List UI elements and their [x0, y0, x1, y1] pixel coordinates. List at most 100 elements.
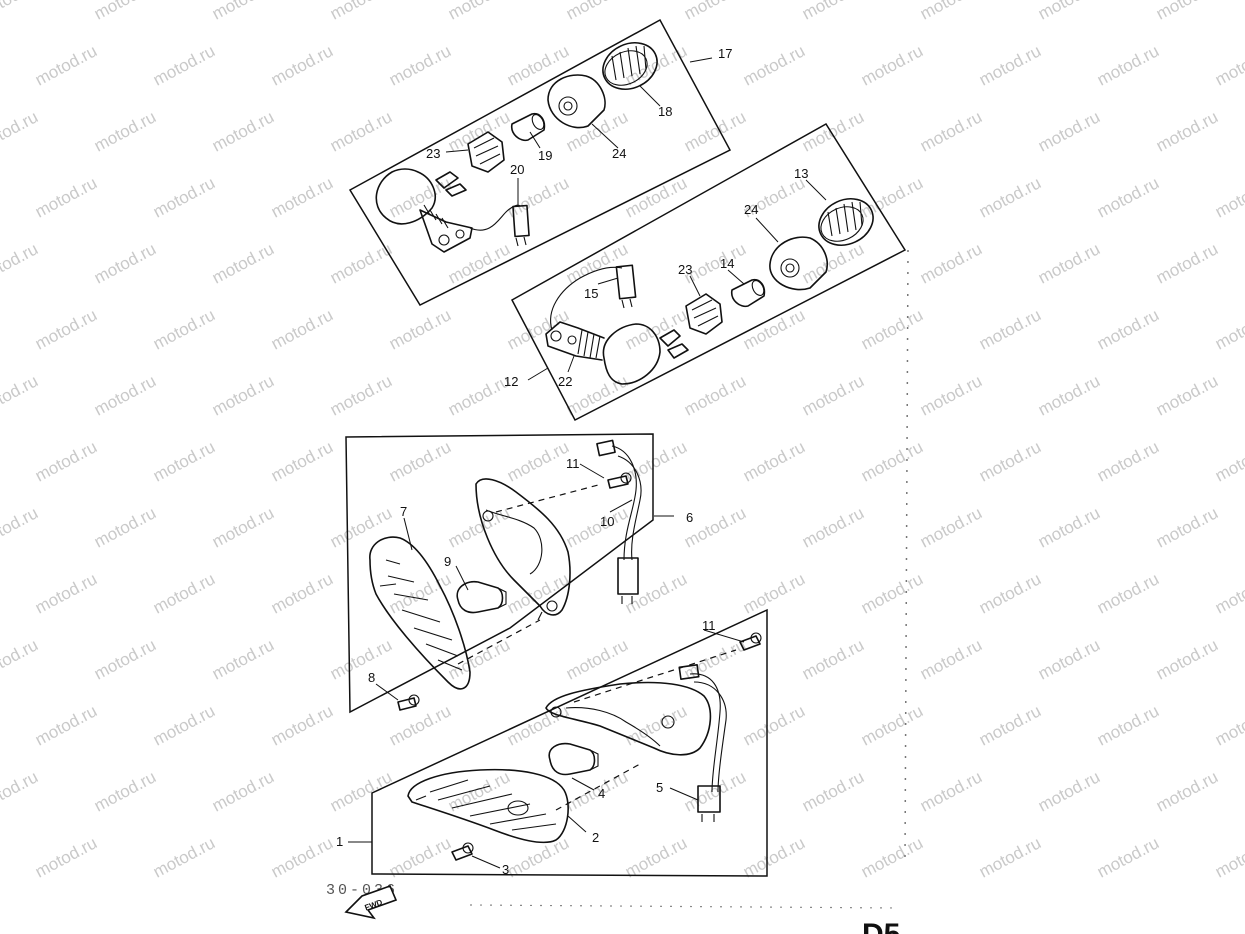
watermark-text: motod.ru	[563, 0, 631, 24]
watermark-text: motod.ru	[681, 767, 749, 815]
watermark-text: motod.ru	[268, 41, 336, 89]
watermark-text: motod.ru	[1035, 107, 1103, 155]
watermark-text: motod.ru	[268, 701, 336, 749]
bulb-socket-17	[467, 131, 505, 173]
screw-lower-3	[451, 842, 474, 861]
watermark-text: motod.ru	[209, 239, 277, 287]
watermark-text: motod.ru	[32, 437, 100, 485]
watermark-text: motod.ru	[917, 371, 985, 419]
watermark-text: motod.ru	[799, 0, 867, 24]
label-9: 9	[444, 554, 451, 569]
watermark-text: motod.ru	[858, 41, 926, 89]
watermark-text: motod.ru	[917, 107, 985, 155]
watermark-text: motod.ru	[858, 569, 926, 617]
watermark-text: motod.ru	[1153, 239, 1221, 287]
label-14: 14	[720, 256, 734, 271]
watermark-text: motod.ru	[91, 635, 159, 683]
label-15: 15	[584, 286, 598, 301]
watermark-text: motod.ru	[209, 107, 277, 155]
watermark-text: motod.ru	[0, 767, 41, 815]
screw-upper-11	[607, 472, 632, 489]
label-17: 17	[718, 46, 732, 61]
cord-lower	[678, 664, 727, 822]
watermark-text: motod.ru	[150, 833, 218, 881]
bulb-socket-12	[685, 293, 723, 335]
watermark-text: motod.ru	[1094, 305, 1162, 353]
watermark-text: motod.ru	[91, 107, 159, 155]
watermark-text: motod.ru	[1094, 833, 1162, 881]
watermark-text: motod.ru	[1212, 437, 1245, 485]
group-box-6	[345, 433, 654, 714]
watermark-text: motod.ru	[504, 305, 572, 353]
screw-lower-11	[739, 632, 762, 651]
watermark-text: motod.ru	[799, 371, 867, 419]
watermark-text: motod.ru	[386, 701, 454, 749]
watermark-text: motod.ru	[1094, 437, 1162, 485]
watermark-text: motod.ru	[32, 701, 100, 749]
watermark-text: motod.ru	[917, 239, 985, 287]
label-10: 10	[600, 514, 614, 529]
watermark-text: motod.ru	[445, 0, 513, 24]
watermark-text: motod.ru	[32, 569, 100, 617]
watermark-text: motod.ru	[917, 635, 985, 683]
lens-ring-17	[602, 42, 658, 90]
watermark-text: motod.ru	[1153, 0, 1221, 24]
label-2: 2	[592, 830, 599, 845]
watermark-text: motod.ru	[799, 635, 867, 683]
watermark-text: motod.ru	[91, 767, 159, 815]
watermark-text: motod.ru	[150, 701, 218, 749]
signal-housing-12	[545, 321, 689, 385]
watermark-text: motod.ru	[0, 239, 41, 287]
watermark-text: motod.ru	[445, 767, 513, 815]
lens-ring-12	[818, 198, 874, 246]
lens-cover-12	[769, 236, 828, 291]
page-marker: D5	[862, 918, 900, 934]
watermark-text: motod.ru	[976, 437, 1044, 485]
watermark-text: motod.ru	[1153, 107, 1221, 155]
watermark-text: motod.ru	[327, 767, 395, 815]
watermark-text: motod.ru	[91, 503, 159, 551]
watermark-text: motod.ru	[32, 41, 100, 89]
watermark-text: motod.ru	[209, 635, 277, 683]
watermark-text: motod.ru	[1035, 371, 1103, 419]
watermark-text: motod.ru	[268, 569, 336, 617]
watermark-text: motod.ru	[1212, 173, 1245, 221]
watermark-text: motod.ru	[1094, 569, 1162, 617]
watermark-text: motod.ru	[858, 833, 926, 881]
watermark-text: motod.ru	[386, 437, 454, 485]
watermark-text: motod.ru	[681, 107, 749, 155]
lens-upper	[369, 536, 471, 690]
watermark-text: motod.ru	[563, 371, 631, 419]
lead-wire-17	[469, 204, 530, 247]
watermark-text: motod.ru	[858, 173, 926, 221]
watermark-text: motod.ru	[1212, 305, 1245, 353]
label-3: 3	[502, 862, 509, 877]
label-8: 8	[368, 670, 375, 685]
watermark-text: motod.ru	[0, 107, 41, 155]
watermark-layer: motod.ru motod.ru motod.ru motod.ru motod.ru…	[0, 0, 1245, 882]
watermark-text: motod.ru	[1035, 767, 1103, 815]
watermark-text: motod.ru	[799, 767, 867, 815]
watermark-text: motod.ru	[1212, 569, 1245, 617]
watermark-text: motod.ru	[976, 701, 1044, 749]
watermark-text: motod.ru	[622, 437, 690, 485]
watermark-text: motod.ru	[209, 371, 277, 419]
watermark-text: motod.ru	[799, 107, 867, 155]
watermark-text: motod.ru	[681, 0, 749, 24]
watermark-text: motod.ru	[268, 305, 336, 353]
watermark-text: motod.ru	[150, 173, 218, 221]
lens-cover-17	[547, 74, 606, 129]
watermark-text: motod.ru	[858, 305, 926, 353]
watermark-text: motod.ru	[681, 635, 749, 683]
watermark-text: motod.ru	[0, 635, 41, 683]
watermark-text: motod.ru	[976, 173, 1044, 221]
label-12: 12	[504, 374, 518, 389]
watermark-text: motod.ru	[327, 503, 395, 551]
watermark-text: motod.ru	[91, 371, 159, 419]
label-23-mid: 23	[678, 262, 692, 277]
label-5: 5	[656, 780, 663, 795]
label-7: 7	[400, 504, 407, 519]
dotted-border-bottom	[469, 904, 901, 909]
